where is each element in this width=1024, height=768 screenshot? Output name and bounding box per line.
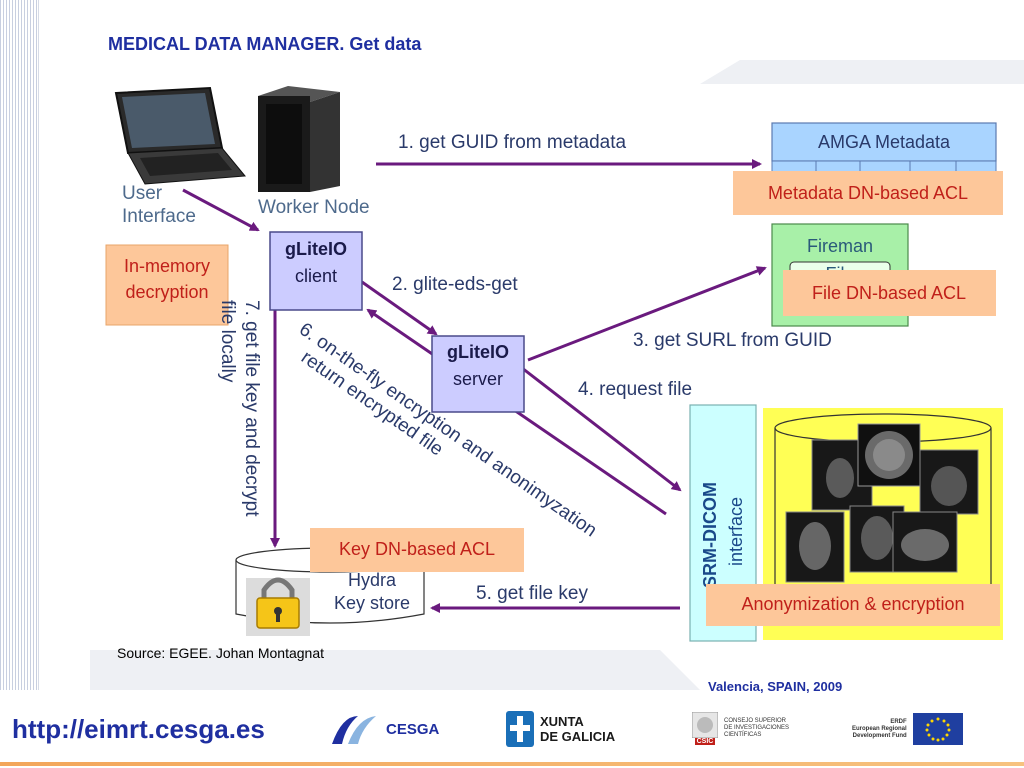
- svg-text:SRM-DICOM: SRM-DICOM: [700, 482, 720, 588]
- svg-text:interface: interface: [726, 497, 746, 566]
- slide-title: MEDICAL DATA MANAGER. Get data: [108, 34, 422, 54]
- svg-text:AMGA Metadata: AMGA Metadata: [818, 132, 951, 152]
- csic-logo: CSIC CONSEJO SUPERIOR DE INVESTIGACIONES…: [692, 712, 789, 745]
- svg-text:In-memory: In-memory: [124, 256, 210, 276]
- amga-metadata-box: AMGA Metadata: [771, 122, 997, 176]
- user-interface-label-2: Interface: [122, 206, 196, 227]
- source-caption: Source: EGEE. Johan Montagnat: [117, 645, 325, 661]
- padlock-icon: [246, 577, 310, 636]
- svg-text:Hydra: Hydra: [348, 570, 397, 590]
- glite-server-box: gLiteIO server: [431, 335, 525, 413]
- laptop-icon: [114, 86, 246, 185]
- anonymization-box: Anonymization & encryption: [706, 584, 1000, 626]
- xunta-shield-icon: [506, 711, 534, 747]
- step-5-label: 5. get file key: [476, 583, 588, 604]
- user-interface-label: User: [122, 183, 163, 204]
- key-acl-box: Key DN-based ACL: [310, 528, 524, 572]
- svg-text:Fireman: Fireman: [807, 236, 873, 256]
- cesga-logo-icon: [332, 716, 376, 744]
- worker-node-label: Worker Node: [258, 197, 370, 218]
- in-memory-decryption-box: In-memory decryption: [105, 244, 229, 326]
- footer-accent-line: [0, 762, 1024, 766]
- svg-text:Key store: Key store: [334, 593, 410, 613]
- eu-flag-icon: [912, 713, 963, 745]
- left-stripe-decoration: [0, 0, 39, 690]
- svg-text:gLiteIO: gLiteIO: [447, 342, 509, 362]
- cesga-logo: CESGA: [328, 712, 439, 746]
- step-2-label: 2. glite-eds-get: [392, 274, 518, 295]
- event-location: Valencia, SPAIN, 2009: [708, 679, 843, 694]
- svg-text:decryption: decryption: [125, 282, 208, 302]
- svg-text:server: server: [453, 369, 503, 389]
- xunta-de-galicia-logo: XUNTA DE GALICIA: [506, 711, 615, 747]
- csic-emblem-icon: [692, 712, 718, 738]
- erdf-logo: ERDF European Regional Development Fund: [852, 713, 963, 745]
- step-7-label: 7. get file key and decrypt: [241, 300, 262, 517]
- svg-text:Anonymization & encryption: Anonymization & encryption: [741, 594, 964, 614]
- server-tower-icon: [258, 86, 340, 192]
- file-acl-box: File DN-based ACL: [783, 270, 996, 316]
- glite-client-box: gLiteIO client: [269, 231, 363, 311]
- svg-text:gLiteIO: gLiteIO: [285, 239, 347, 259]
- svg-text:Metadata DN-based ACL: Metadata DN-based ACL: [768, 183, 968, 203]
- svg-text:client: client: [295, 266, 337, 286]
- step-4-label: 4. request file: [578, 379, 692, 400]
- svg-text:File DN-based ACL: File DN-based ACL: [812, 283, 966, 303]
- svg-text:Key DN-based ACL: Key DN-based ACL: [339, 539, 495, 559]
- step-7-label-2: file locally: [217, 300, 238, 383]
- metadata-acl-box: Metadata DN-based ACL: [733, 171, 1003, 215]
- footer-url-link[interactable]: http://eimrt.cesga.es: [12, 714, 265, 744]
- step-1-label: 1. get GUID from metadata: [398, 132, 627, 153]
- step-3-label: 3. get SURL from GUID: [633, 330, 832, 351]
